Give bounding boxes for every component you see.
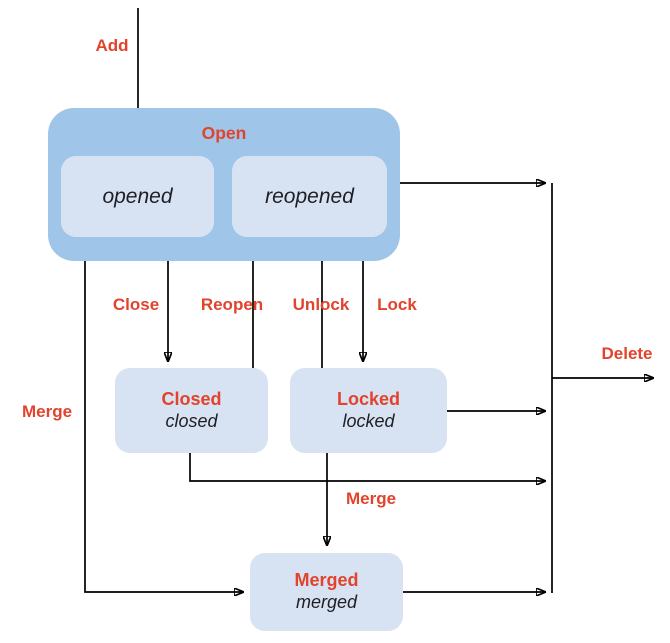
- edge-label-merge-left: Merge: [21, 402, 73, 421]
- edge-label-reopen: Reopen: [200, 295, 264, 314]
- state-open-group: Open opened reopened: [48, 108, 400, 261]
- state-merged: Merged merged: [250, 553, 403, 631]
- edge-label-delete: Delete: [601, 344, 653, 363]
- edge-label-unlock: Unlock: [292, 295, 350, 314]
- state-closed-title: Closed: [161, 388, 222, 409]
- state-closed-subtitle: closed: [165, 410, 218, 431]
- state-reopened: reopened: [232, 156, 387, 237]
- edge-closed-to-collector: [189, 453, 545, 481]
- edge-label-add: Add: [95, 36, 129, 55]
- state-locked-subtitle: locked: [342, 410, 395, 431]
- state-opened: opened: [61, 156, 214, 237]
- edge-label-close: Close: [112, 295, 160, 314]
- state-merged-title: Merged: [294, 570, 359, 591]
- edge-label-lock: Lock: [377, 295, 417, 314]
- state-locked: Locked locked: [290, 368, 447, 453]
- state-locked-title: Locked: [336, 388, 401, 409]
- state-closed: Closed closed: [115, 368, 268, 453]
- edge-label-merge-center: Merge: [345, 489, 397, 508]
- state-merged-subtitle: merged: [295, 592, 358, 612]
- edge-merge-left-line: [84, 260, 243, 592]
- state-open-title: Open: [201, 123, 247, 143]
